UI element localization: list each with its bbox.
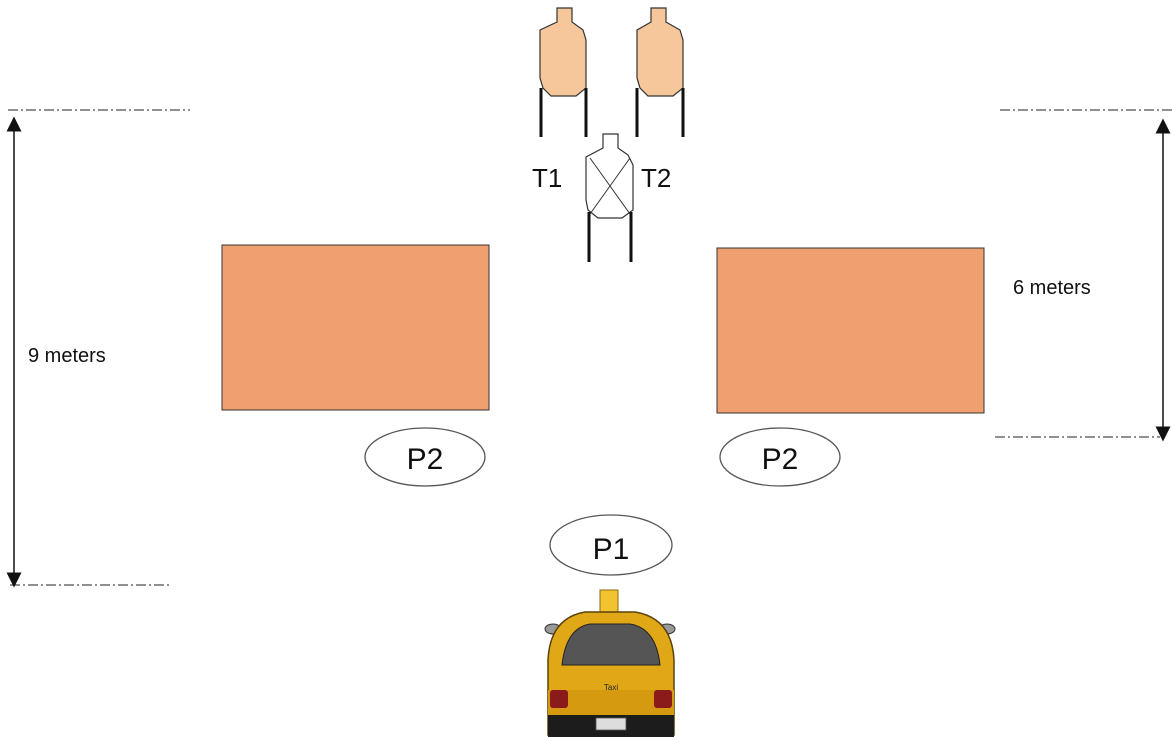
- taxi-roof-sign: Taxi: [604, 683, 618, 692]
- no-shoot-target: [585, 133, 634, 262]
- taxi-right-taillight: [654, 690, 672, 708]
- taxi-license-plate: [595, 717, 627, 731]
- no-shoot-cross-line-2: [589, 157, 631, 215]
- position-p2-right-ellipse: [719, 427, 841, 487]
- position-p1: P1: [549, 514, 673, 576]
- right-barrier: [716, 247, 985, 414]
- position-p1-ellipse: [549, 514, 673, 576]
- no-shoot-silhouette: [585, 133, 634, 219]
- target-t1-label: T1: [532, 163, 562, 193]
- taxi-icon: Taxi: [544, 589, 676, 737]
- position-p2-right-label: P2: [762, 443, 799, 476]
- position-p2-left-label: P2: [407, 443, 444, 476]
- right-measurement: 6 meters: [995, 109, 1172, 442]
- right-measurement-label: 6 meters: [1013, 277, 1091, 299]
- target-t1-silhouette: [539, 7, 587, 97]
- left-barrier: [221, 244, 490, 411]
- taxi-rear-window: [561, 623, 661, 666]
- position-p1-label: P1: [593, 533, 630, 566]
- position-p2-left: P2: [364, 427, 486, 487]
- left-measurement-label: 9 meters: [28, 345, 106, 367]
- position-p2-left-ellipse: [364, 427, 486, 487]
- position-p2-right: P2: [719, 427, 841, 487]
- taxi-left-taillight: [550, 690, 568, 708]
- target-t2-silhouette: [636, 7, 684, 97]
- target-t2: [635, 7, 685, 137]
- target-t2-label: T2: [641, 163, 671, 193]
- taxi-roof-light: [599, 589, 619, 615]
- left-measurement: 9 meters: [6, 109, 190, 588]
- target-t1: [539, 7, 588, 137]
